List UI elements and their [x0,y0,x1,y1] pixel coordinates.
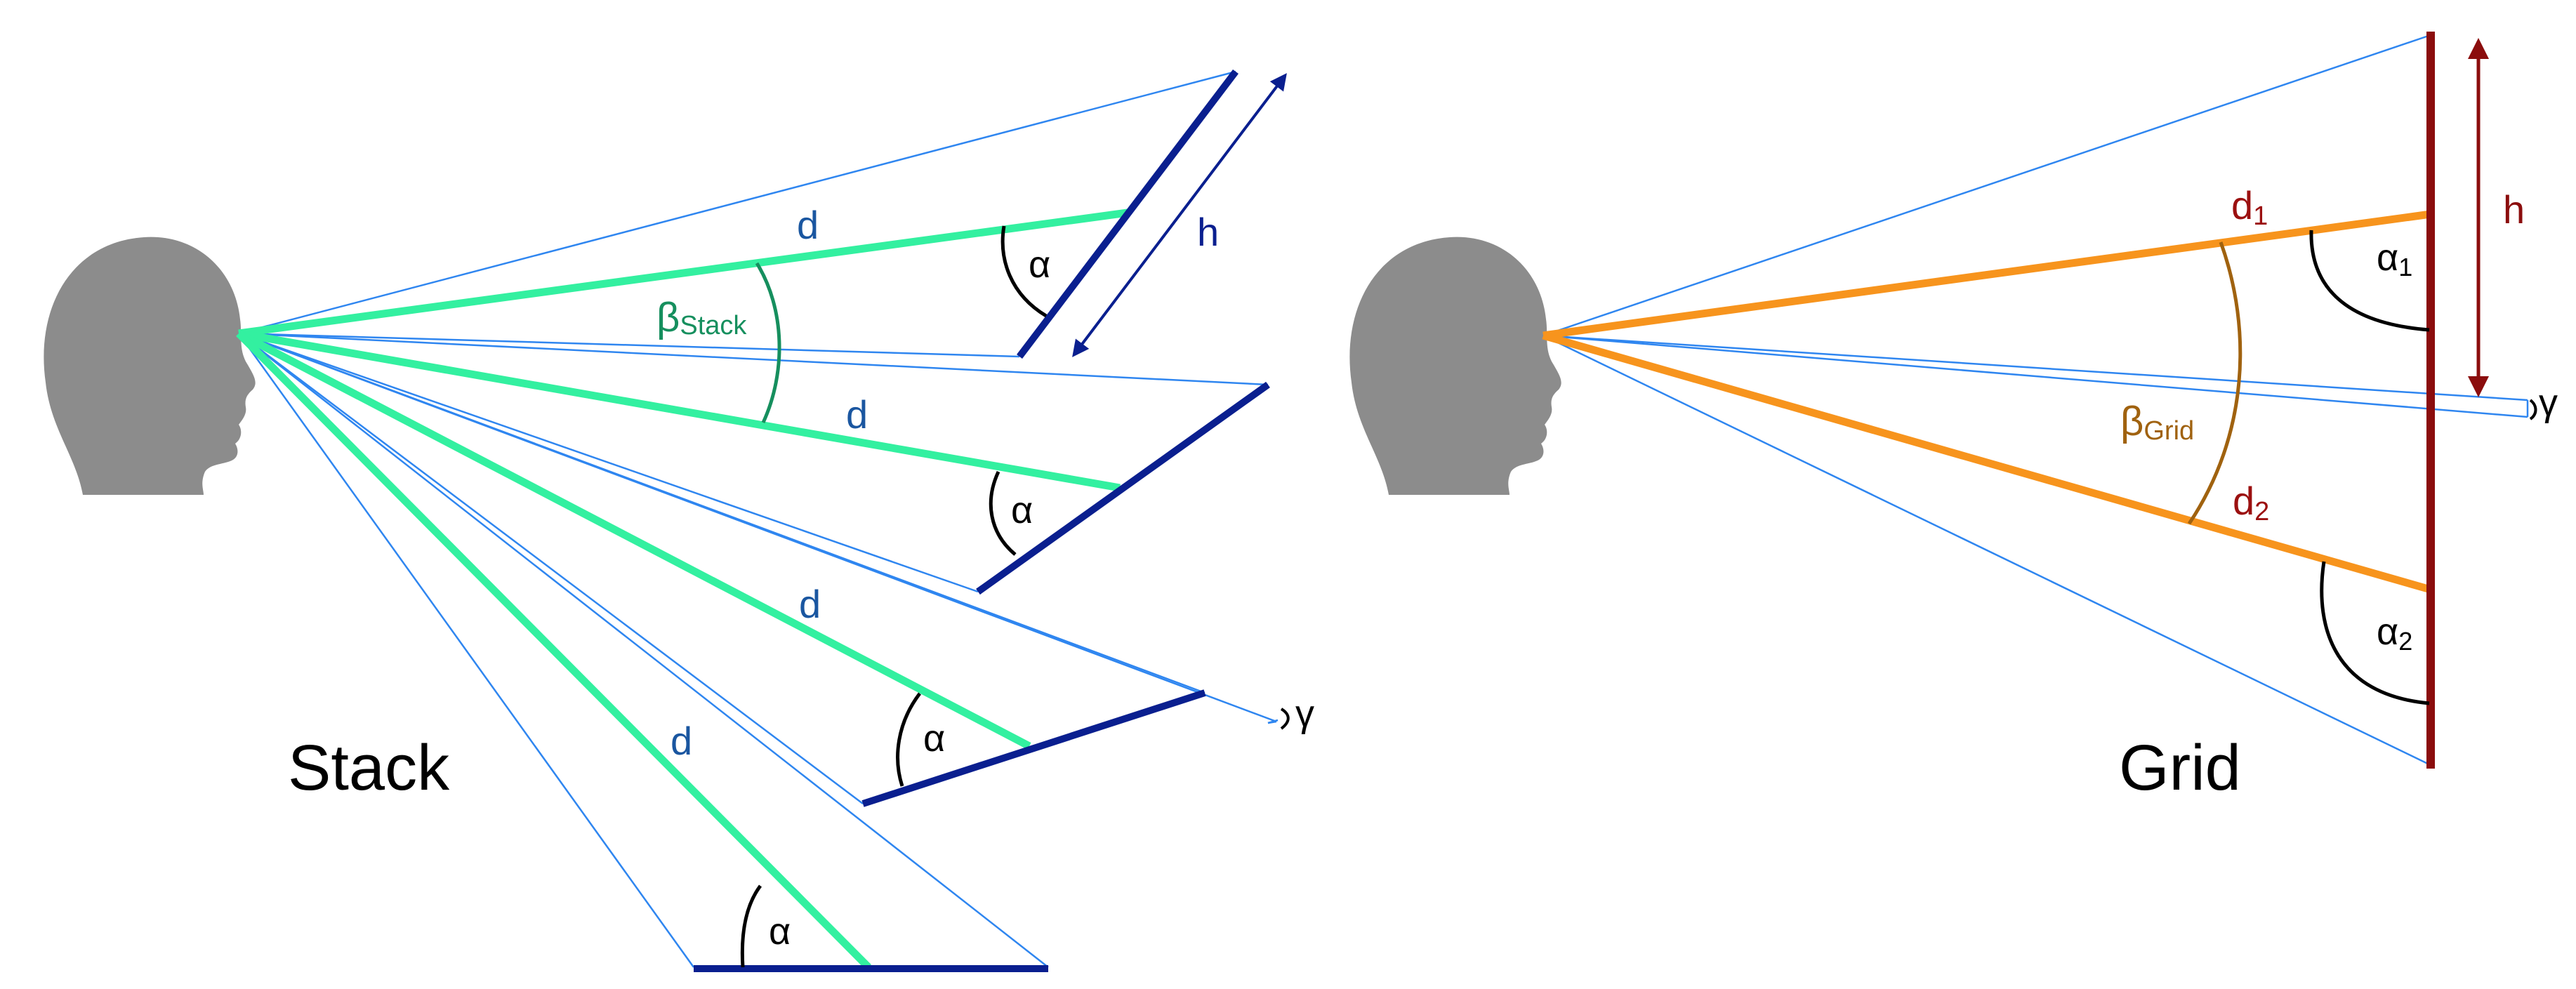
grid-alpha1-subscript: 1 [2398,253,2412,281]
grid-d1-symbol: d [2231,183,2253,227]
grid-d2-subscript: 2 [2254,497,2269,526]
grid-alpha2-symbol: α [2377,611,2398,653]
stack-alpha-arc-4 [740,884,762,968]
stack-gamma-label: γ [1295,693,1314,735]
stack-screen-3 [861,689,1206,807]
stack-distance-line-1 [238,208,1128,338]
stack-title: Stack [288,732,450,804]
stack-distance-line-2 [238,329,1121,492]
stack-beta-subscript: Stack [680,311,747,340]
grid-height-label: h [2503,187,2525,232]
viewer-head-stack-icon [44,237,256,495]
grid-distance-lines [1542,210,2432,594]
grid-distance-line-1 [1543,210,2431,340]
stack-distance-lines [236,208,1128,970]
stack-distance-label-3: d [799,582,821,626]
viewer-head-grid-icon [1349,237,1561,495]
stack-panel: Stack d d d d α α α α βStack h γ [44,69,1314,972]
grid-beta-symbol: β [2120,399,2144,444]
stack-beta-arc [755,262,781,424]
grid-alpha2-arc [2320,561,2430,705]
grid-panel: Grid d1 d2 α1 α2 βGrid h γ [1349,32,2558,804]
stack-alpha-label-3: α [923,717,945,759]
grid-title: Grid [2119,732,2241,804]
stack-distance-label-4: d [671,719,692,763]
stack-gamma-arc [1280,708,1290,730]
stack-alpha-arc-3 [896,692,921,787]
stack-alpha-label-1: α [1029,244,1050,286]
grid-alpha2-subscript: 2 [2398,627,2412,656]
grid-d1-subscript: 1 [2253,201,2268,231]
stack-height-label: h [1197,210,1219,254]
grid-beta-label: βGrid [2120,399,2194,446]
grid-d1-label: d1 [2231,183,2268,231]
stack-distance-line-3 [237,330,1031,750]
grid-beta-subscript: Grid [2144,416,2194,446]
grid-alpha1-arc [2309,230,2430,332]
stack-screens [694,69,1270,972]
stack-distance-line-4 [236,331,871,970]
grid-sightlines [1543,34,2529,766]
grid-angle-arcs [2309,230,2430,705]
grid-distance-line-2 [1542,331,2432,594]
stack-screen-2 [976,381,1270,595]
stack-beta-label: βStack [656,295,747,340]
stack-alpha-label-2: α [1011,489,1033,531]
stack-distance-label-1: d [797,203,819,247]
stack-beta-symbol: β [656,295,680,340]
stack-sightlines [237,70,1279,968]
grid-d2-label: d2 [2233,479,2269,526]
stack-angle-arcs [740,225,1048,968]
grid-alpha1-label: α1 [2377,237,2412,281]
grid-d2-symbol: d [2233,479,2254,523]
grid-gamma-arc [2529,399,2537,420]
grid-beta-arc [2187,241,2243,525]
stack-height-arrow [1072,73,1287,357]
stack-alpha-label-4: α [769,910,791,953]
stack-alpha-arc-2 [989,470,1017,556]
stack-alpha-arc-1 [1000,225,1048,318]
grid-gamma-label: γ [2539,382,2558,424]
grid-alpha2-label: α2 [2377,611,2412,656]
stack-distance-label-2: d [846,392,868,437]
grid-alpha1-symbol: α [2377,237,2398,279]
